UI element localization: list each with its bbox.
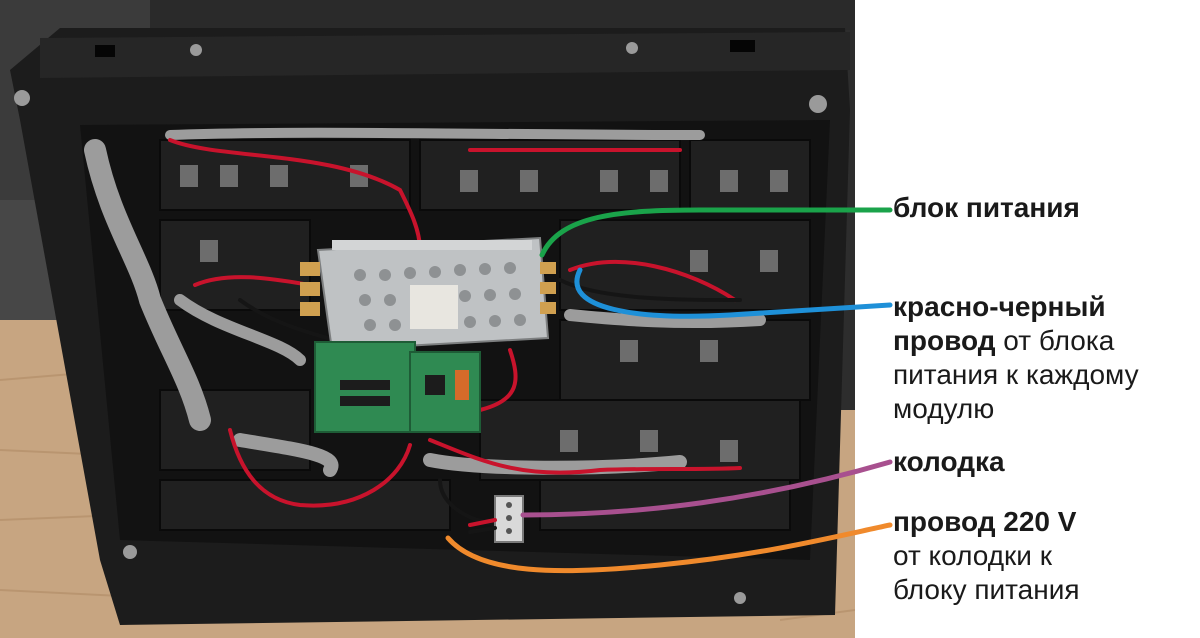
red-black-wire-callout-line [574, 267, 893, 319]
wire-220v-callout-line [445, 522, 893, 574]
terminal-block-label-bold: колодка [893, 446, 1005, 477]
led-cabinet-photo [0, 0, 855, 638]
red-black-wire-label-line1: красно-черный [893, 291, 1106, 322]
red-black-wire-label-line2-bold: провод [893, 325, 996, 356]
red-black-wire-label-line2-rest: от блока [995, 325, 1115, 356]
power-supply-callout-line [539, 207, 893, 258]
red-black-wire-label-line4: модулю [893, 393, 995, 424]
red-black-wire-label: красно-черный провод от блока питания к … [893, 290, 1139, 426]
terminal-block-callout-line [520, 459, 893, 518]
power-supply-label: блок питания [893, 191, 1080, 225]
power-supply-label-bold: блок питания [893, 192, 1080, 223]
wire-220v-label-bold: провод 220 V [893, 506, 1077, 537]
red-black-wire-label-line3: питания к каждому [893, 359, 1139, 390]
terminal-block-label: колодка [893, 445, 1005, 479]
annotation-panel [855, 0, 1200, 638]
wire-220v-label-line3: блоку питания [893, 574, 1080, 605]
wire-220v-label: провод 220 V от колодки к блоку питания [893, 505, 1080, 607]
wire-220v-label-line2: от колодки к [893, 540, 1052, 571]
